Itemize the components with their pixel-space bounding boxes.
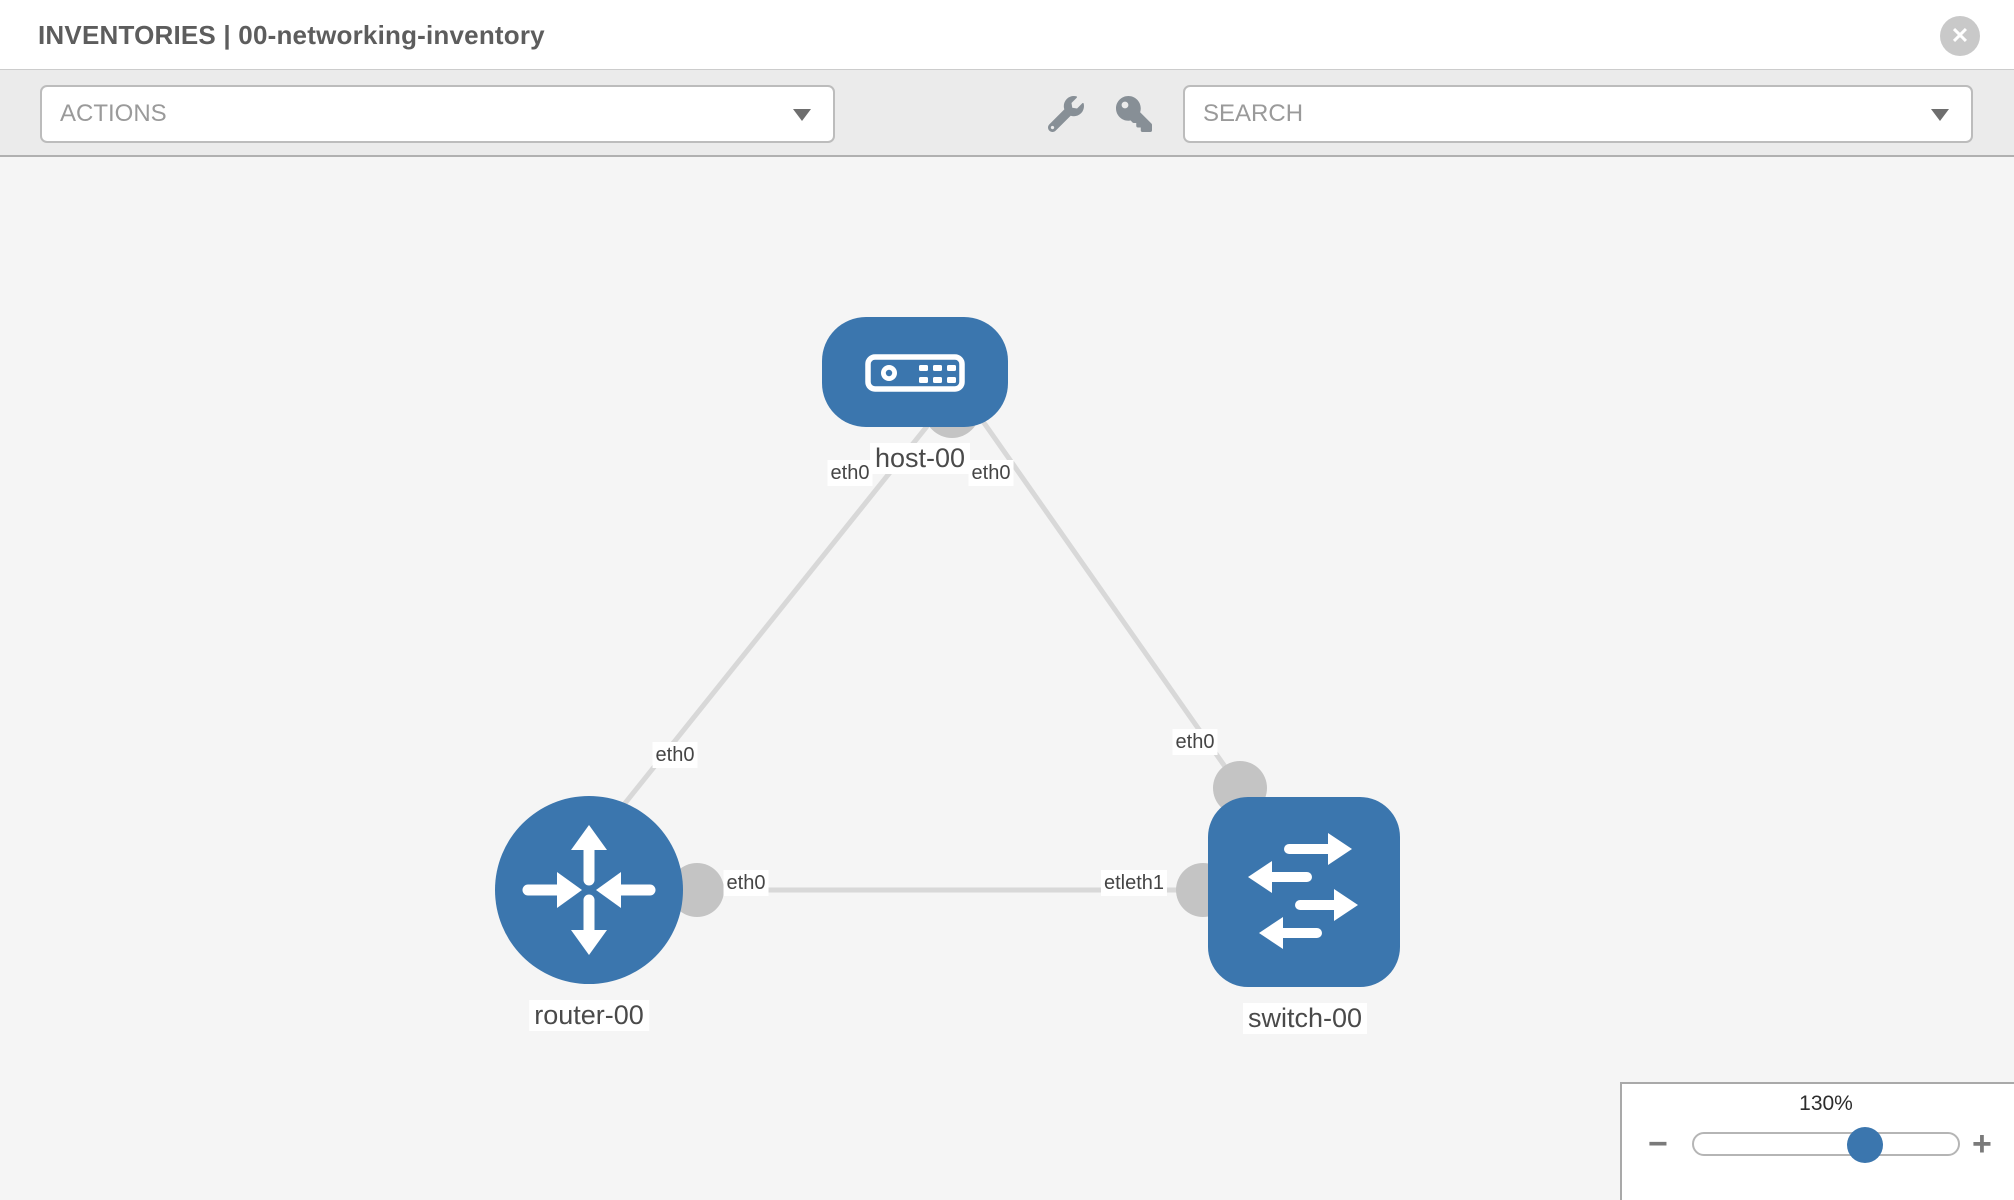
page-title: INVENTORIES | 00-networking-inventory [38,20,545,50]
actions-dropdown[interactable]: ACTIONS [40,85,835,143]
close-icon[interactable]: ✕ [1940,16,1980,56]
search-dropdown-label: SEARCH [1203,100,1304,127]
link-host-switch[interactable] [972,408,1243,790]
interface-label: eth0 [723,870,769,896]
node-label-switch: switch-00 [1242,1003,1368,1034]
interface-label: eth0 [1172,729,1218,755]
zoom-slider-track[interactable] [1692,1132,1960,1156]
search-dropdown[interactable]: SEARCH [1183,85,1973,143]
header-bar: INVENTORIES | 00-networking-inventory ✕ [0,0,2014,70]
node-label-host: host-00 [869,443,971,474]
switch-icon [1248,833,1358,949]
zoom-level-value: 130% [1799,1092,1853,1115]
actions-dropdown-label: ACTIONS [60,100,167,127]
wrench-icon[interactable] [1047,96,1084,133]
zoom-in-button[interactable]: + [1972,1125,1992,1163]
node-label-router: router-00 [529,1000,649,1031]
interface-port-router[interactable] [670,863,724,917]
key-icon[interactable] [1116,96,1152,132]
interface-label: etleth1 [1100,870,1168,896]
topology-viewport[interactable]: eth0 eth0 eth0 eth0 eth0 etleth1 host-00… [0,157,2014,1200]
node-switch-00[interactable] [1208,797,1400,987]
interface-label: eth0 [652,742,698,768]
zoom-slider-knob[interactable] [1847,1127,1883,1163]
router-icon [522,825,656,955]
zoom-control-panel: 130% − + [1620,1082,2014,1200]
host-icon [865,354,965,392]
interface-label: eth0 [827,460,873,486]
chevron-down-icon [793,109,811,121]
toolbar: ACTIONS SEARCH [0,70,2014,157]
node-host-00[interactable] [822,317,1008,427]
zoom-out-button[interactable]: − [1648,1125,1668,1163]
chevron-down-icon [1931,109,1949,121]
node-router-00[interactable] [495,796,683,984]
interface-label: eth0 [968,460,1014,486]
topology-canvas [495,317,1400,987]
